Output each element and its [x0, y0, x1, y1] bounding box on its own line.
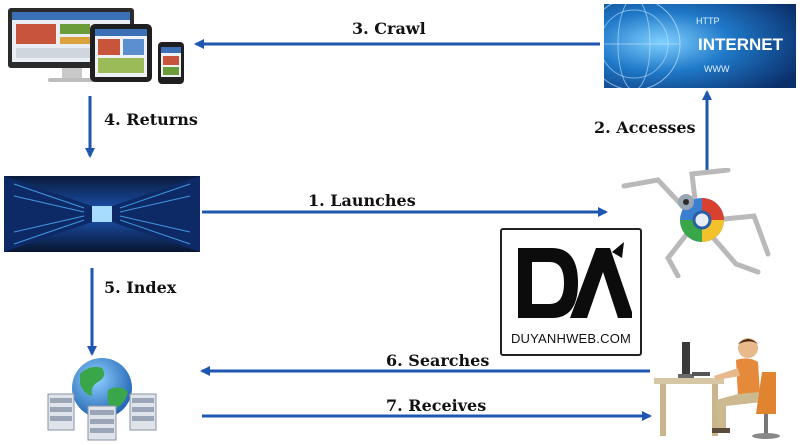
- internet-text: INTERNET: [698, 35, 784, 54]
- label-searches: 6. Searches: [386, 351, 490, 370]
- server-right: [129, 393, 157, 431]
- server-room-image: [4, 176, 200, 252]
- monitor: [682, 342, 690, 376]
- label-crawl: 3. Crawl: [352, 19, 426, 38]
- globe-servers-image: [47, 358, 157, 441]
- http-text: HTTP: [696, 16, 720, 26]
- label-returns: 4. Returns: [104, 110, 198, 129]
- logo-text: DUYANHWEB.COM: [510, 331, 632, 346]
- devices-image: [8, 8, 184, 84]
- label-launches: 1. Launches: [308, 191, 416, 210]
- user-at-computer-image: [654, 338, 780, 439]
- logo-mark: [518, 242, 632, 318]
- label-index: 5. Index: [104, 278, 177, 297]
- logo-box: DUYANHWEB.COM: [500, 228, 642, 356]
- spider-robot-image: [621, 168, 771, 278]
- person-head: [738, 338, 758, 358]
- person-body: [736, 358, 760, 396]
- label-accesses: 2. Accesses: [594, 118, 696, 137]
- server-center: [87, 405, 117, 441]
- desk: [654, 378, 724, 384]
- internet-image: HTTP INTERNET WWW: [604, 4, 796, 88]
- server-left: [47, 393, 75, 431]
- www-text: WWW: [704, 64, 730, 74]
- label-receives: 7. Receives: [386, 396, 487, 415]
